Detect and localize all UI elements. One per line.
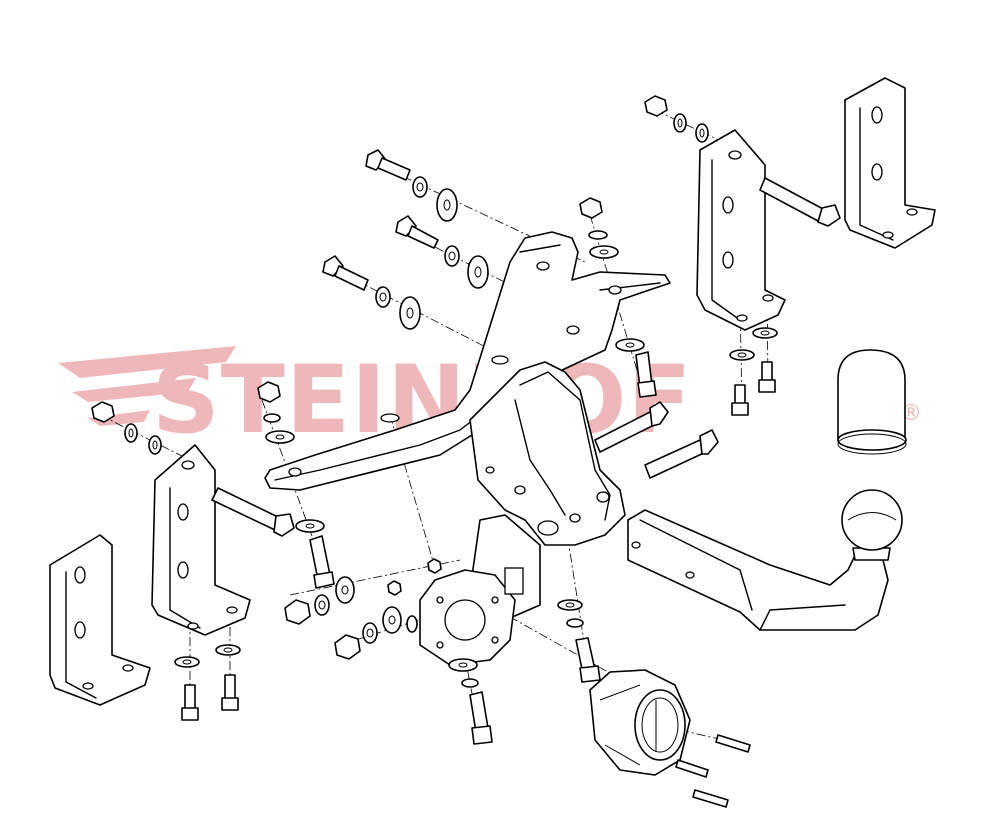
electric-socket [589, 669, 691, 776]
bolt-short-right-2-icon [758, 361, 776, 393]
right-l-bracket [844, 77, 936, 249]
nut-small-1-icon [427, 558, 442, 574]
left-upper-bracket [151, 444, 251, 636]
bolt-upper-1-icon [365, 149, 411, 181]
bolt-upper-2-icon [395, 215, 439, 249]
bolt-short-left-1-icon [181, 684, 199, 721]
bolt-center-1-icon [594, 401, 669, 453]
bolt-center-2-icon [644, 429, 719, 479]
socket-screw-1-icon [715, 734, 751, 753]
bolt-long-right-icon [759, 177, 841, 227]
ball-cap [837, 349, 907, 455]
nut-small-2-icon [387, 580, 402, 596]
left-l-bracket [49, 534, 151, 706]
bolt-short-left-2-icon [221, 674, 239, 711]
main-crossbar-frame [264, 231, 671, 491]
bolt-short-right-1-icon [731, 384, 749, 416]
bolt-upper-3-icon [322, 255, 369, 291]
tow-arm-neck [627, 509, 889, 631]
socket-screw-3-icon [692, 789, 729, 808]
right-upper-bracket [696, 129, 786, 331]
nut-mid-left-icon [257, 381, 281, 403]
bolt-left-long-icon [211, 487, 295, 537]
bolt-vertical-4-icon [635, 351, 657, 398]
bolt-vertical-1-icon [309, 535, 335, 589]
nut-top-left-icon [644, 95, 668, 117]
central-mount-body [469, 361, 626, 546]
bolt-vertical-3-icon [469, 691, 493, 745]
washers [124, 113, 778, 688]
nut-top-center-icon [579, 197, 603, 219]
nut-lower-2-icon [334, 634, 361, 660]
steinhof-logo-icon [58, 346, 236, 426]
socket-screw-2-icon [675, 759, 709, 778]
bolt-vertical-2-icon [575, 637, 601, 683]
socket-mounting-plate [419, 514, 541, 666]
nut-left-icon [91, 401, 115, 423]
nut-lower-1-icon [284, 599, 311, 625]
tow-ball [841, 489, 903, 561]
